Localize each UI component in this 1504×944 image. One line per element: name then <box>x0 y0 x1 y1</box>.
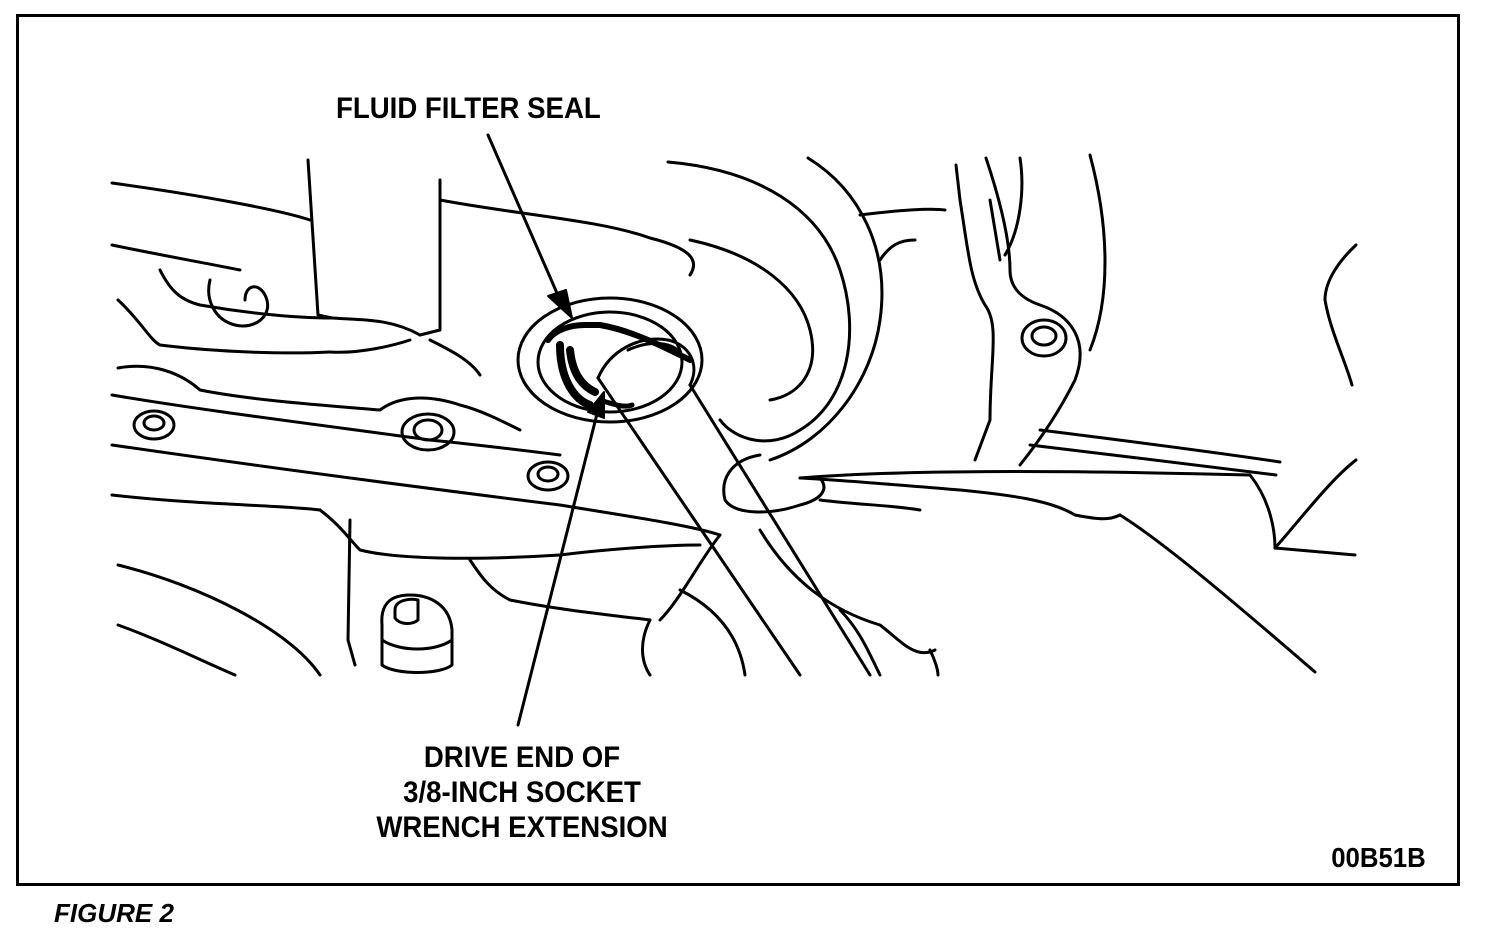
flange-plate <box>110 338 722 560</box>
wrench-extension <box>596 337 872 677</box>
figure-frame <box>16 14 1460 886</box>
fluid-filter-seal-label: FLUID FILTER SEAL <box>336 92 601 125</box>
hoses <box>666 156 947 462</box>
figure-caption: FIGURE 2 <box>54 898 174 928</box>
drive-end-label: DRIVE END OF 3/8-INCH SOCKET WRENCH EXTE… <box>366 740 679 845</box>
flange-bolts <box>132 318 1068 492</box>
stud-bolt <box>380 593 454 674</box>
drive-end-label-line1: DRIVE END OF <box>423 741 621 774</box>
drive-end-label-line2: 3/8-INCH SOCKET <box>403 776 641 809</box>
right-rail <box>798 243 1358 557</box>
lower-casting <box>116 518 747 677</box>
filter-seal <box>516 296 704 424</box>
figure-code: 00B51B <box>1331 842 1426 873</box>
drive-end-label-line3: WRENCH EXTENSION <box>376 811 668 844</box>
bracket <box>954 153 1107 467</box>
housing-casting <box>110 158 696 355</box>
leader-arrows <box>486 133 605 727</box>
hand <box>658 453 1317 677</box>
